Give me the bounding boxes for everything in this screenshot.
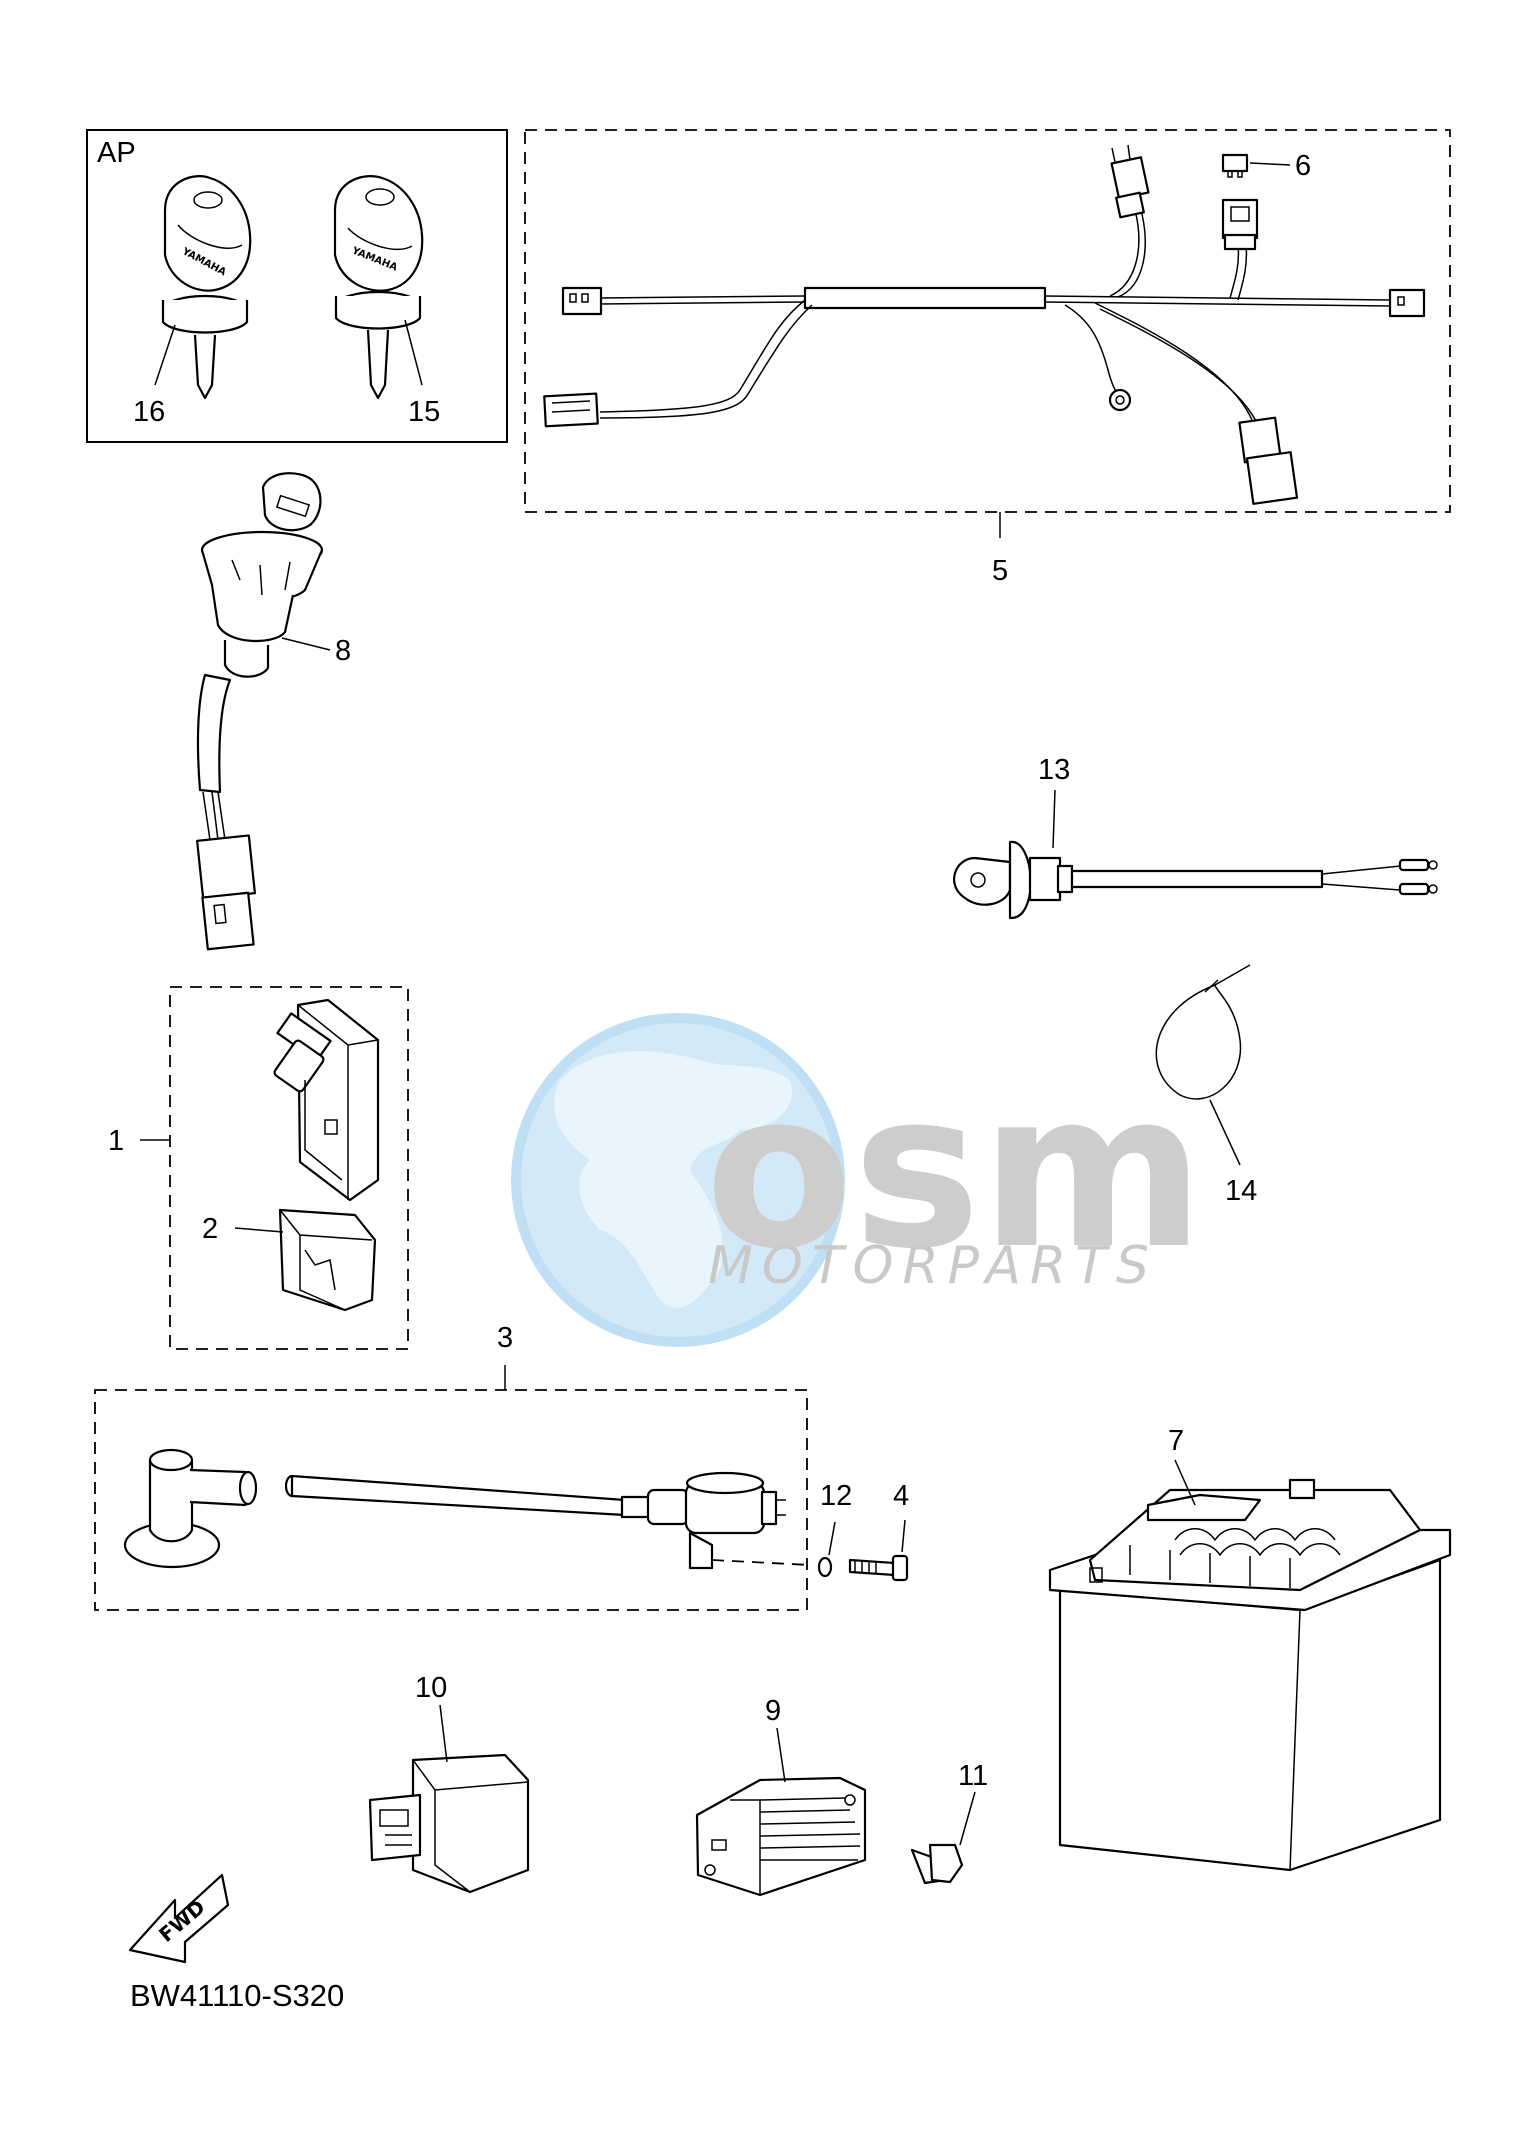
drawing-code: BW41110-S320 — [130, 1978, 344, 2013]
ignition-coil[interactable] — [284, 1471, 811, 1570]
battery[interactable] — [1048, 1478, 1452, 1872]
key-15[interactable]: YAMAHA — [333, 175, 424, 400]
cable-tie[interactable] — [1155, 964, 1251, 1100]
callout-11: 11 — [958, 1760, 988, 1792]
callout-14: 14 — [1225, 1175, 1257, 1207]
ap-group: AP YAMAHA 16 YAMAHA 15 — [86, 129, 508, 443]
key-16[interactable]: YAMAHA — [161, 175, 252, 400]
watermark-tagline: MOTORPARTS — [708, 1236, 1158, 1296]
screw[interactable] — [910, 1843, 964, 1885]
fwd-arrow-icon: FWD — [128, 1873, 230, 1964]
callout-15: 15 — [408, 396, 440, 428]
cdi-unit[interactable] — [273, 998, 380, 1202]
callout-12: 12 — [820, 1480, 852, 1512]
callout-7: 7 — [1168, 1425, 1184, 1457]
callout-4: 4 — [893, 1480, 909, 1512]
ap-group-label: AP — [97, 137, 136, 169]
callout-2: 2 — [202, 1213, 218, 1245]
relay[interactable] — [278, 1208, 377, 1312]
spark-plug-cap[interactable] — [123, 1448, 258, 1569]
washer[interactable] — [817, 1556, 833, 1578]
callout-16: 16 — [133, 396, 165, 428]
callout-6: 6 — [1295, 150, 1311, 182]
callout-13: 13 — [1038, 754, 1070, 786]
watermark-logo-text: osm — [705, 1045, 1205, 1296]
callout-1: 1 — [108, 1125, 124, 1157]
wire-harness[interactable] — [543, 144, 1426, 505]
ignition-coil-group: 3 12 — [94, 1322, 909, 1611]
neutral-switch[interactable] — [953, 840, 1438, 920]
callout-9: 9 — [765, 1695, 781, 1727]
starter-relay[interactable] — [368, 1753, 530, 1894]
rectifier-regulator[interactable] — [695, 1776, 867, 1897]
callout-5: 5 — [992, 555, 1008, 587]
callout-10: 10 — [415, 1672, 447, 1704]
bolt[interactable] — [848, 1554, 909, 1582]
watermark: osm MOTORPARTS — [511, 1013, 1205, 1347]
callout-3: 3 — [497, 1322, 513, 1354]
fuse[interactable] — [1221, 153, 1249, 178]
watermark-continents — [554, 1051, 792, 1309]
main-switch[interactable] — [196, 472, 324, 951]
callout-8: 8 — [335, 635, 351, 667]
wire-harness-group: 5 6 — [524, 129, 1451, 587]
cdi-group: 1 2 — [108, 986, 409, 1350]
